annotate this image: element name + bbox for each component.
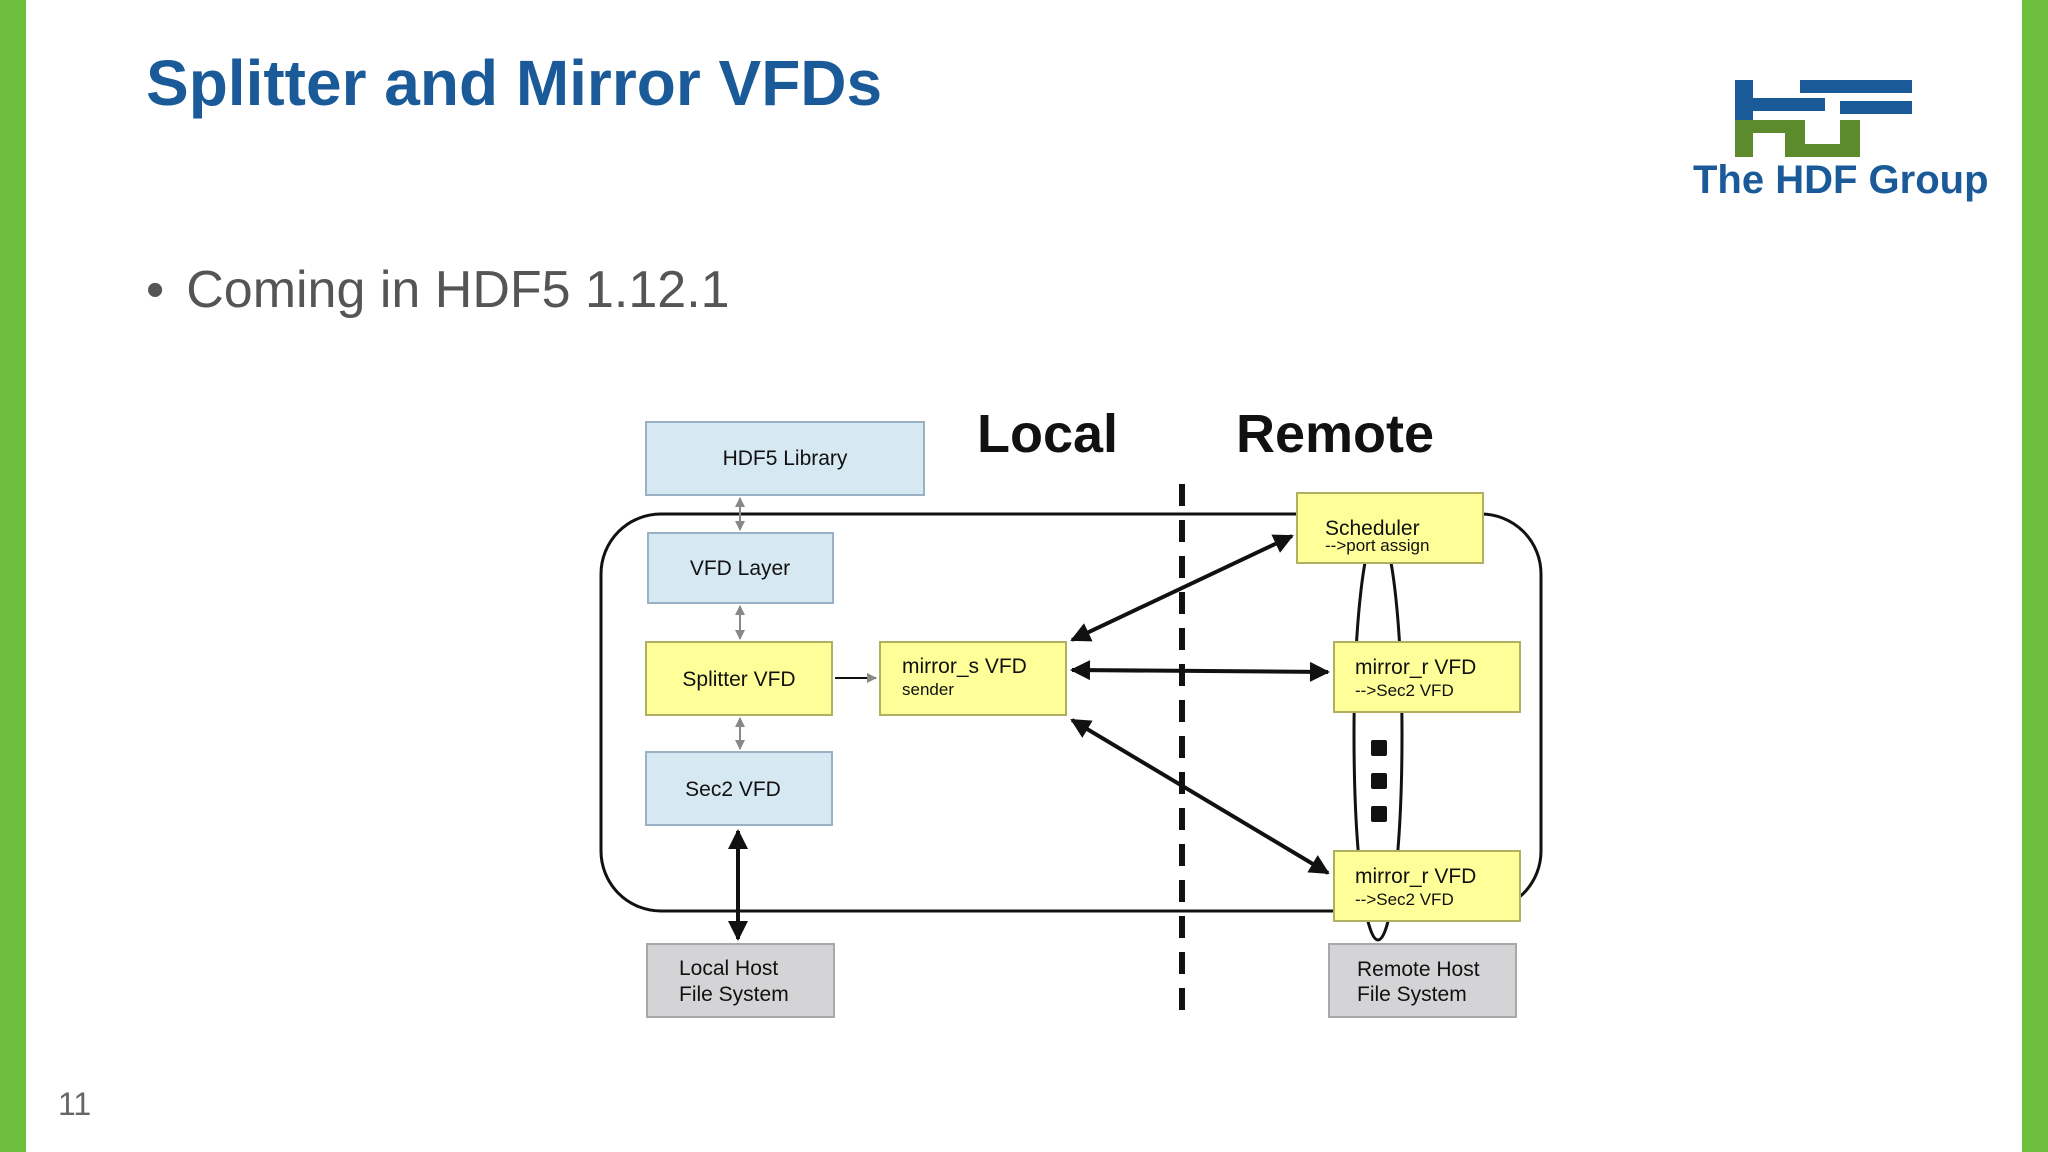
slide-title: Splitter and Mirror VFDs [146,47,883,119]
mirror-r-vfd-box-1: mirror_r VFD -->Sec2 VFD [1333,641,1521,713]
local-host-line2: File System [679,983,789,1006]
ellipsis-square-3 [1371,806,1387,822]
splitter-vfd-box: Splitter VFD [645,641,833,716]
mirror-r2-title: mirror_r VFD [1355,865,1476,888]
page-number: 11 [58,1086,92,1122]
bullet-item: • Coming in HDF5 1.12.1 [146,260,730,320]
left-accent-bar [0,0,26,1152]
scheduler-box: Scheduler -->port assign [1296,492,1484,564]
remote-heading: Remote [1236,404,1434,464]
mirror-r1-sub: -->Sec2 VFD [1355,681,1454,700]
remote-host-line2: File System [1357,983,1467,1006]
vfd-layer-label: VFD Layer [690,557,790,580]
arrow-mirror-s-scheduler [1070,534,1294,642]
arrow-mirror-s-mirror-r1 [1070,660,1330,682]
right-accent-bar [2022,0,2048,1152]
scheduler-sub: -->port assign [1325,536,1429,555]
bullet-dot: • [146,261,165,319]
mirror-s-title: mirror_s VFD [902,655,1027,678]
local-host-line1: Local Host [679,957,778,980]
mirror-r-vfd-box-2: mirror_r VFD -->Sec2 VFD [1333,850,1521,922]
bullet-text: Coming in HDF5 1.12.1 [186,261,730,319]
system-boundary [599,512,1543,913]
hdf5-library-box: HDF5 Library [645,421,925,496]
local-heading: Local [977,404,1118,464]
sec2-vfd-box: Sec2 VFD [645,751,833,826]
mirror-r2-sub: -->Sec2 VFD [1355,890,1454,909]
splitter-vfd-label: Splitter VFD [682,668,795,691]
arrow-mirror-s-mirror-r2 [1070,718,1330,875]
local-host-fs-box: Local Host File System [646,943,835,1018]
hdf-logo-mark [1735,80,1912,157]
sec2-vfd-label: Sec2 VFD [685,778,781,801]
vfd-layer-box: VFD Layer [647,532,834,604]
ellipsis-square-2 [1371,773,1387,789]
scheduler-title: Scheduler [1325,517,1420,540]
ellipsis-square-1 [1371,740,1387,756]
mirror-s-sub: sender [902,680,954,699]
hdf-logo-text: The HDF Group [1693,158,1989,202]
remote-host-line1: Remote Host [1357,958,1480,981]
hdf5-library-label: HDF5 Library [723,447,848,470]
remote-host-fs-box: Remote Host File System [1328,943,1517,1018]
mirror-r1-title: mirror_r VFD [1355,656,1476,679]
mirror-s-vfd-box: mirror_s VFD sender [879,641,1067,716]
